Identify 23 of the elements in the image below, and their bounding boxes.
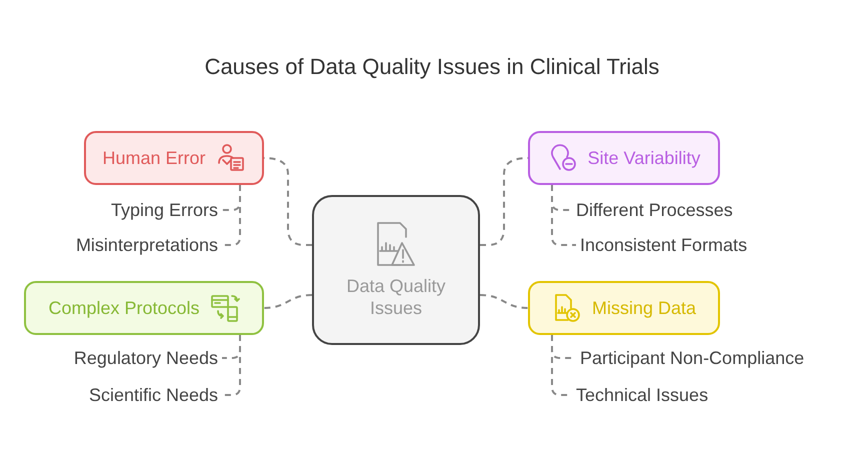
diagram-title: Causes of Data Quality Issues in Clinical Trials (204, 54, 660, 80)
category-label: Complex Protocols (48, 298, 200, 318)
subtopic-label: Typing Errors (60, 198, 218, 222)
subtopic-label: Technical Issues (576, 383, 776, 407)
category-label: Missing Data (592, 298, 696, 318)
category-box (84, 131, 264, 185)
connector-line (480, 294, 528, 309)
connector-line (222, 335, 241, 396)
subtopic-label: Different Processes (576, 198, 776, 222)
connector-line (551, 185, 576, 246)
subtopic-label: Scientific Needs (30, 383, 218, 407)
category-box (24, 281, 264, 335)
subtopic-label: Participant Non-Compliance (580, 346, 856, 370)
category-box (528, 281, 720, 335)
category-label: Site Variability (588, 148, 700, 168)
central-topic-box (312, 195, 480, 345)
subtopic-label: Regulatory Needs (30, 346, 218, 370)
subtopic-label: Inconsistent Formats (580, 233, 800, 257)
category-box (528, 131, 720, 185)
connector-line (264, 294, 312, 309)
subtopic-label: Misinterpretations (30, 233, 218, 257)
category-label: Human Error (102, 148, 206, 168)
topic-label: Data Quality Issues (345, 274, 447, 320)
